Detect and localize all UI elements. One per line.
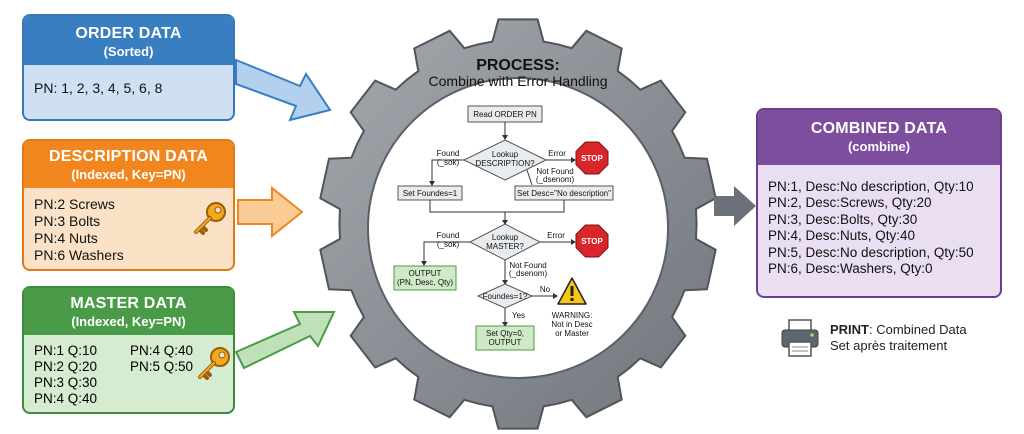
master-line: PN:4 Q:40 xyxy=(34,391,98,406)
description-arrow xyxy=(237,185,304,239)
not-found-label: (_dsenom) xyxy=(509,269,548,278)
stop-text: STOP xyxy=(581,237,603,246)
gear-icon xyxy=(319,18,717,430)
order-data-title: ORDER DATA xyxy=(75,25,182,42)
stop-sign-icon: STOP xyxy=(575,224,609,258)
stop-text: STOP xyxy=(581,154,603,163)
description-data-title: DESCRIPTION DATA xyxy=(48,148,209,165)
order-data-box: ORDER DATA (Sorted) PN: 1, 2, 3, 4, 5, 6… xyxy=(22,14,235,121)
order-data-header: ORDER DATA (Sorted) xyxy=(24,16,233,65)
combined-data-header: COMBINED DATA (combine) xyxy=(758,110,1000,165)
key-icon xyxy=(194,202,226,235)
output-text: (PN, Desc, Qty) xyxy=(397,278,453,287)
print-text: Set après traitement xyxy=(830,338,948,353)
set-qty-text: Set Qty=0, xyxy=(486,329,524,338)
not-found-label: Not Found xyxy=(509,261,546,270)
description-line: PN:2 Screws xyxy=(34,196,115,212)
stop-sign-icon: STOP xyxy=(575,141,609,175)
combined-line: PN:4, Desc:Nuts, Qty:40 xyxy=(768,228,916,244)
master-arrow xyxy=(234,311,336,370)
set-founds-text: Set Foundes=1 xyxy=(403,189,458,198)
master-line: PN:2 Q:20 xyxy=(34,359,98,374)
print-label: PRINT xyxy=(830,322,869,337)
warning-icon xyxy=(557,277,587,305)
read-order-text: Read ORDER PN xyxy=(473,110,537,119)
description-data-subtitle: (Indexed, Key=PN) xyxy=(71,167,186,182)
print-section: PRINT: Combined Data Set après traitemen… xyxy=(780,318,1020,362)
combined-line: PN:1, Desc:No description, Qty:10 xyxy=(768,179,974,194)
master-line: PN:1 Q:10 xyxy=(34,343,98,358)
combined-line: PN:5, Desc:No description, Qty:50 xyxy=(768,244,974,260)
not-found-label: (_dsenom) xyxy=(536,175,575,184)
found-label: (_sok) xyxy=(437,240,460,249)
order-data-subtitle: (Sorted) xyxy=(103,44,154,59)
description-data-box: DESCRIPTION DATA (Indexed, Key=PN) PN:2 … xyxy=(22,139,235,271)
lookup-description-diamond xyxy=(462,139,548,181)
print-text: : Combined Data xyxy=(869,322,967,337)
description-line: PN:3 Bolts xyxy=(34,213,101,229)
process-title: PROCESS: xyxy=(476,57,560,74)
master-line: PN:4 Q:40 xyxy=(130,343,194,358)
yes-label: Yes xyxy=(512,311,525,320)
key-icon xyxy=(198,347,230,380)
output-box xyxy=(393,265,457,291)
description-line: PN:4 Nuts xyxy=(34,230,98,246)
combined-line: PN:6, Desc:Washers, Qty:0 xyxy=(768,261,933,277)
lookup-master-text: Lookup xyxy=(492,233,519,242)
combined-data-box: COMBINED DATA (combine) PN:1, Desc:No de… xyxy=(756,108,1002,298)
master-data-box: MASTER DATA (Indexed, Key=PN) PN:1 Q:10 … xyxy=(22,286,235,414)
error-label: Error xyxy=(548,149,566,158)
output-text: OUTPUT xyxy=(409,269,442,278)
combined-data-subtitle: (combine) xyxy=(847,139,911,154)
set-desc-text: Set Desc="No description" xyxy=(517,189,611,198)
description-line: PN:6 Washers xyxy=(34,247,124,263)
master-data-header: MASTER DATA (Indexed, Key=PN) xyxy=(24,288,233,335)
master-line: PN:3 Q:30 xyxy=(34,375,98,390)
founds-check-text: Foundes=1? xyxy=(483,292,528,301)
set-qty-box xyxy=(475,325,535,351)
warning-text: Not in Desc xyxy=(551,320,592,329)
process-subtitle: Combine with Error Handling xyxy=(429,73,608,89)
warning-text: or Master xyxy=(555,329,589,338)
master-data-title: MASTER DATA xyxy=(70,295,187,312)
lookup-master-text: MASTER? xyxy=(486,242,524,251)
set-qty-text: OUTPUT xyxy=(489,338,522,347)
lookup-description-text: DESCRIPTION? xyxy=(475,159,535,168)
warning-text: WARNING: xyxy=(552,311,593,320)
order-data-line: PN: 1, 2, 3, 4, 5, 6, 8 xyxy=(34,80,163,96)
printer-icon xyxy=(781,319,819,357)
found-label: Found xyxy=(437,231,460,240)
found-label: (_sok) xyxy=(437,158,460,167)
combined-arrow xyxy=(714,186,756,226)
error-label: Error xyxy=(547,231,565,240)
master-line: PN:5 Q:50 xyxy=(130,359,194,374)
lookup-description-text: Lookup xyxy=(492,150,519,159)
combined-line: PN:2, Desc:Screws, Qty:20 xyxy=(768,195,932,211)
order-arrow xyxy=(235,58,332,122)
combined-line: PN:3, Desc:Bolts, Qty:30 xyxy=(768,211,918,227)
master-data-subtitle: (Indexed, Key=PN) xyxy=(71,314,186,329)
not-found-label: Not Found xyxy=(536,167,573,176)
combined-data-title: COMBINED DATA xyxy=(810,120,948,137)
description-data-header: DESCRIPTION DATA (Indexed, Key=PN) xyxy=(24,141,233,188)
found-label: Found xyxy=(437,149,460,158)
no-label: No xyxy=(540,285,551,294)
